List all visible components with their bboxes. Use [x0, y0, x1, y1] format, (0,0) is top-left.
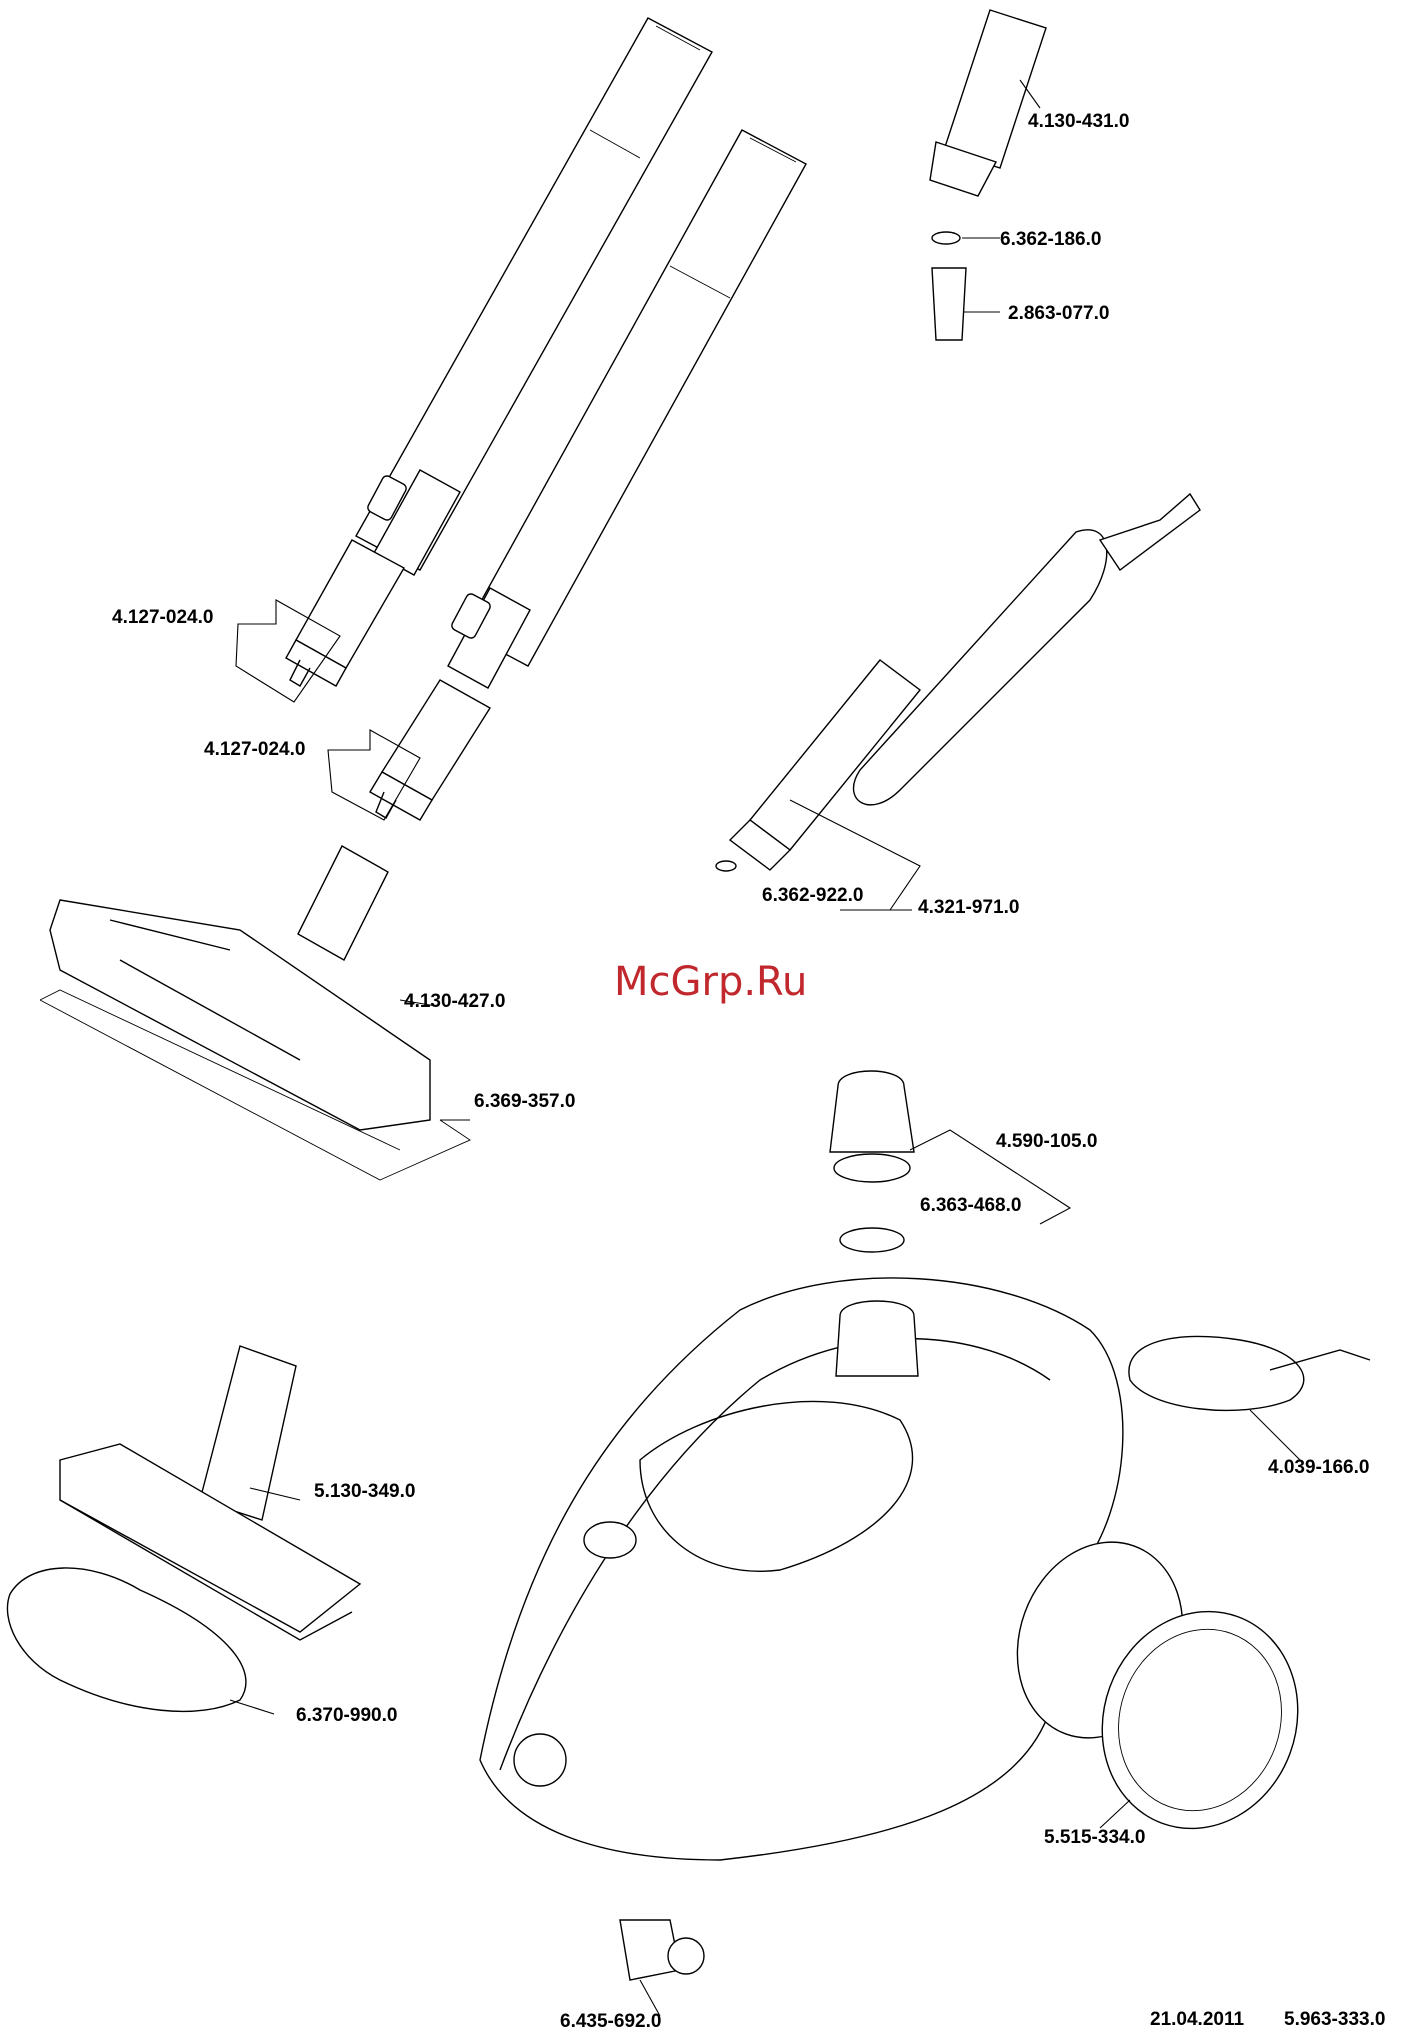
part-label-p4: 4.127-024.0: [112, 608, 213, 627]
detail-nozzle: [930, 10, 1046, 340]
part-label-p8: 4.130-427.0: [404, 992, 505, 1011]
safety-cap: [830, 1071, 914, 1252]
floor-nozzle: [40, 846, 470, 1180]
part-label-p1: 4.130-431.0: [1028, 112, 1129, 131]
part-label-p3: 2.863-077.0: [1008, 304, 1109, 323]
part-label-p9: 6.369-357.0: [474, 1092, 575, 1111]
part-label-p11: 6.363-468.0: [920, 1196, 1021, 1215]
part-label-p10: 4.590-105.0: [996, 1132, 1097, 1151]
watermark: McGrp.Ru: [614, 962, 807, 1002]
hand-steam-gun: [716, 494, 1200, 871]
hand-brush: [7, 1346, 360, 1711]
part-label-p6: 6.362-922.0: [762, 886, 863, 905]
part-label-p15: 5.515-334.0: [1044, 1828, 1145, 1847]
part-label-p2: 6.362-186.0: [1000, 230, 1101, 249]
part-label-p12: 4.039-166.0: [1268, 1458, 1369, 1477]
part-label-p13: 5.130-349.0: [314, 1482, 415, 1501]
steam-cleaner-body: [480, 1278, 1370, 1980]
footer-doc-number: 5.963-333.0: [1284, 2010, 1385, 2029]
part-label-p16: 6.435-692.0: [560, 2012, 661, 2031]
part-label-p14: 6.370-990.0: [296, 1706, 397, 1725]
part-label-p7: 4.321-971.0: [918, 898, 1019, 917]
footer-date: 21.04.2011: [1150, 2010, 1244, 2029]
part-label-p5: 4.127-024.0: [204, 740, 305, 759]
